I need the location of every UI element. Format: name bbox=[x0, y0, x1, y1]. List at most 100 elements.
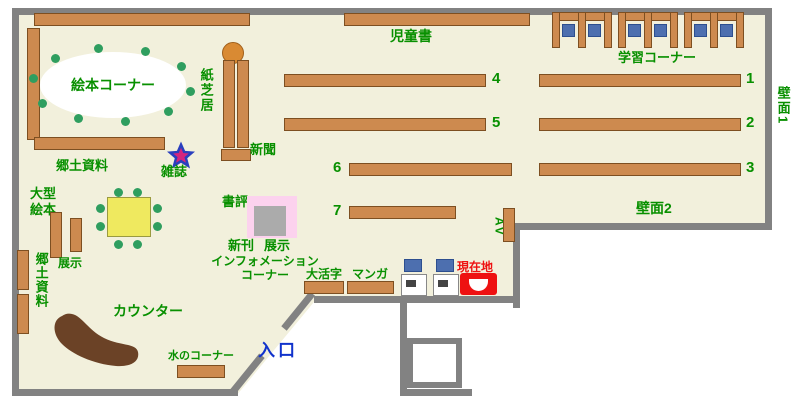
label-large-picture-books: 大型 絵本 bbox=[30, 186, 57, 217]
wall-center-bottom bbox=[314, 296, 520, 303]
label-local-materials-left: 郷土資料 bbox=[33, 252, 49, 308]
label-wall-1: 壁面1 bbox=[775, 86, 791, 126]
bookshelf-kamishibai-2 bbox=[237, 60, 249, 148]
reading-table bbox=[107, 197, 151, 237]
study-desk-divider bbox=[604, 12, 612, 48]
study-desk-divider bbox=[710, 12, 718, 48]
bookshelf-row-6 bbox=[349, 163, 512, 176]
bookshelf-manga bbox=[347, 281, 394, 294]
stool-dot bbox=[38, 99, 47, 108]
label-current-location: 現在地 bbox=[457, 260, 494, 274]
stool-dot bbox=[29, 74, 38, 83]
bookshelf-row-1 bbox=[539, 74, 741, 87]
bookshelf-display-left bbox=[70, 218, 82, 252]
stool-dot bbox=[153, 204, 162, 213]
counter-desk bbox=[54, 313, 139, 367]
label-picture-book-corner: 絵本コーナー bbox=[71, 76, 155, 93]
label-wall-2: 壁面2 bbox=[636, 200, 672, 216]
label-water-corner: 水のコーナー bbox=[168, 350, 234, 362]
shelf-1-number: 1 bbox=[746, 70, 755, 87]
entrance-label: 入口 bbox=[258, 341, 298, 360]
search-terminal-slot bbox=[438, 280, 448, 287]
label-new-books: 新刊 bbox=[228, 238, 255, 253]
study-chair bbox=[588, 24, 601, 37]
stool-dot bbox=[153, 222, 162, 231]
search-terminal-screen bbox=[404, 259, 422, 272]
search-terminal-screen bbox=[436, 259, 454, 272]
stool-dot bbox=[121, 117, 130, 126]
label-newspaper: 新聞 bbox=[250, 142, 277, 157]
shelf-7-number: 7 bbox=[333, 202, 342, 219]
label-childrens-books: 児童書 bbox=[390, 28, 432, 44]
label-display-center: 展示 bbox=[264, 238, 291, 253]
shelf-3-number: 3 bbox=[746, 159, 755, 176]
current-location-arch bbox=[469, 279, 488, 291]
shelf-2-number: 2 bbox=[746, 114, 755, 131]
stairwell bbox=[407, 338, 462, 388]
wall-right-region-bottom bbox=[513, 223, 772, 230]
study-desk-divider bbox=[552, 12, 560, 48]
bookshelf-row-3 bbox=[539, 163, 741, 176]
label-information-corner: インフォメーション コーナー bbox=[211, 254, 319, 283]
bookshelf-childrens-top bbox=[344, 13, 530, 26]
bookshelf-large-print bbox=[304, 281, 344, 294]
bookshelf-row-5 bbox=[284, 118, 486, 131]
bookshelf-local-materials-2 bbox=[17, 294, 29, 334]
bookshelf-kamishibai-1 bbox=[223, 60, 235, 148]
bookshelf-row-4 bbox=[284, 74, 486, 87]
new-books-display-stand bbox=[254, 206, 286, 236]
bookshelf-large-picture-books bbox=[50, 212, 62, 258]
wall-center-divider bbox=[513, 223, 520, 308]
magazine-star-marker bbox=[167, 141, 195, 169]
study-desk-divider bbox=[644, 12, 652, 48]
bookshelf-newspaper bbox=[221, 149, 251, 161]
study-desk-divider bbox=[618, 12, 626, 48]
study-chair bbox=[694, 24, 707, 37]
study-desk-divider bbox=[670, 12, 678, 48]
study-chair bbox=[720, 24, 733, 37]
wall-top bbox=[12, 8, 772, 15]
picture-book-corner-area: 絵本コーナー bbox=[40, 52, 186, 118]
stool-dot bbox=[133, 188, 142, 197]
wall-right bbox=[765, 8, 772, 230]
stool-dot bbox=[141, 47, 150, 56]
study-desk-divider bbox=[736, 12, 744, 48]
stool-dot bbox=[133, 240, 142, 249]
stool-dot bbox=[114, 240, 123, 249]
stool-dot bbox=[186, 87, 195, 96]
wall-bottom-left bbox=[12, 389, 238, 396]
stair-wall-bottom bbox=[400, 389, 472, 396]
label-magazines: 雑誌 bbox=[161, 164, 188, 179]
stool-dot bbox=[164, 107, 173, 116]
label-study-corner: 学習コーナー bbox=[618, 50, 697, 65]
bookshelf-top-left bbox=[34, 13, 250, 26]
label-local-materials-top: 郷土資料 bbox=[56, 158, 109, 173]
search-terminal-slot bbox=[406, 280, 416, 287]
study-chair bbox=[628, 24, 641, 37]
shelf-4-number: 4 bbox=[492, 70, 501, 87]
bookshelf-av bbox=[503, 208, 515, 242]
current-location-marker bbox=[460, 273, 497, 295]
stool-dot bbox=[114, 188, 123, 197]
label-manga: マンガ bbox=[352, 267, 389, 281]
bookshelf-row-7 bbox=[349, 206, 456, 219]
study-desk-divider bbox=[578, 12, 586, 48]
wall-left bbox=[12, 8, 19, 396]
study-chair bbox=[654, 24, 667, 37]
stool-dot bbox=[96, 222, 105, 231]
stool-dot bbox=[96, 204, 105, 213]
shelf-6-number: 6 bbox=[333, 159, 342, 176]
label-av: AV bbox=[492, 217, 507, 237]
bookshelf-local-materials-1 bbox=[17, 250, 29, 290]
stool-dot bbox=[94, 44, 103, 53]
label-book-review: 書評 bbox=[222, 194, 249, 209]
label-kamishibai: 紙芝居 bbox=[198, 68, 214, 113]
label-display-left: 展示 bbox=[58, 256, 83, 270]
stool-dot bbox=[51, 54, 60, 63]
stair-wall-vertical bbox=[400, 302, 407, 396]
stool-dot bbox=[74, 114, 83, 123]
study-desk-divider bbox=[684, 12, 692, 48]
label-counter: カウンター bbox=[113, 303, 183, 319]
bookshelf-row-2 bbox=[539, 118, 741, 131]
